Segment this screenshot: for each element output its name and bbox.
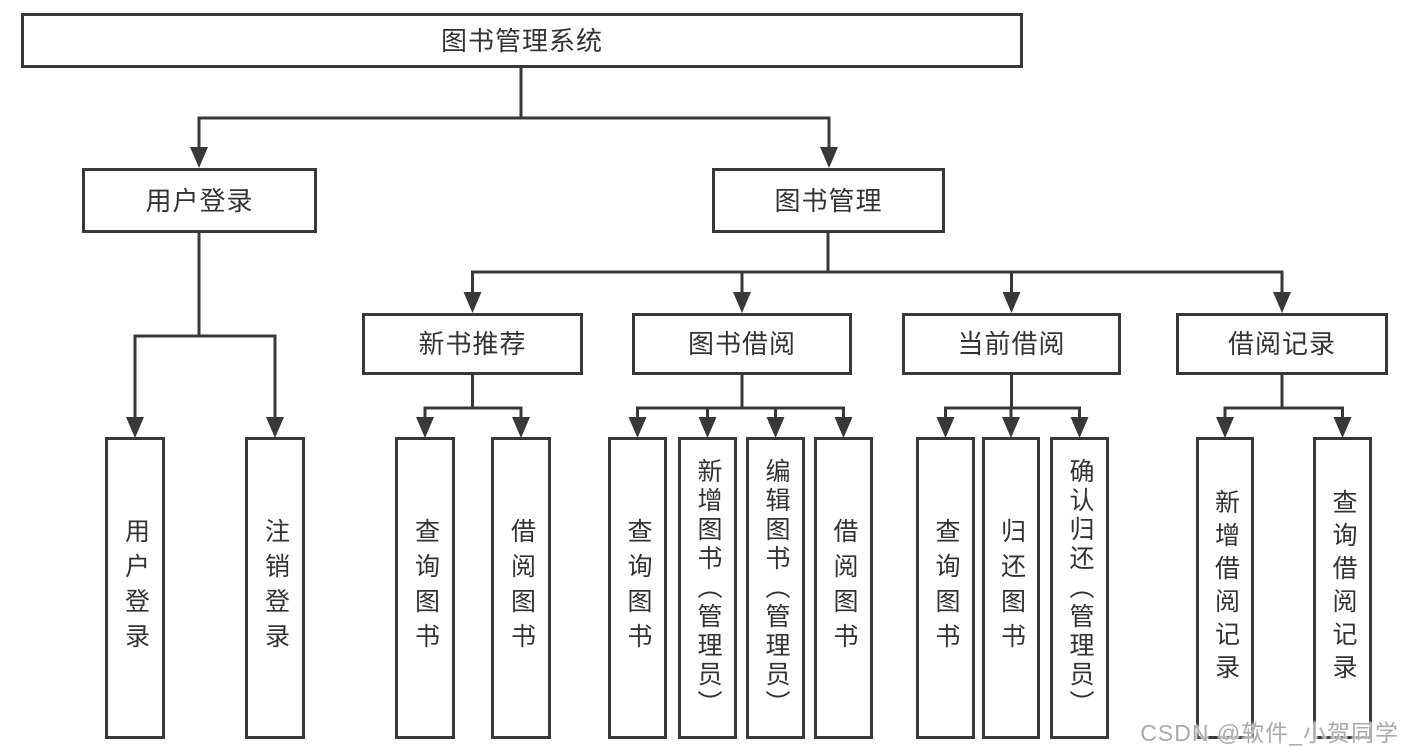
node-book-mgmt: 图书管理 — [712, 168, 945, 233]
node-new-books: 新书推荐 — [362, 313, 583, 375]
leaf-user-login: 用户登录 — [105, 437, 165, 739]
connector-current-borrow-children — [936, 375, 1089, 438]
leaf-new-books-query: 查询图书 — [395, 437, 455, 739]
csdn-watermark: CSDN @软件_小贺同学 — [1140, 720, 1399, 746]
node-root: 图书管理系统 — [21, 13, 1023, 68]
connector-user-login-children — [126, 233, 284, 438]
connector-new-books-children — [416, 375, 530, 438]
connector-book-mgmt-children — [463, 233, 1291, 313]
node-current-borrow: 当前借阅 — [902, 313, 1121, 375]
leaf-book-borrow-borrow: 借阅图书 — [814, 437, 873, 739]
connector-book-borrow-children — [628, 375, 853, 438]
leaf-current-borrow-query: 查询图书 — [916, 437, 975, 739]
leaf-current-borrow-confirm-admin: 确认归还（管理员） — [1050, 437, 1109, 739]
leaf-logout: 注销登录 — [245, 437, 305, 739]
leaf-current-borrow-return: 归还图书 — [982, 437, 1040, 739]
node-user-login: 用户登录 — [82, 168, 317, 233]
node-borrow-records: 借阅记录 — [1176, 313, 1388, 375]
connector-borrow-records-children — [1216, 375, 1352, 438]
leaf-borrow-records-query: 查询借阅记录 — [1313, 437, 1372, 739]
leaf-book-borrow-query: 查询图书 — [608, 437, 667, 739]
connector-root-children — [190, 68, 838, 168]
leaf-borrow-records-add: 新增借阅记录 — [1196, 437, 1254, 739]
leaf-new-books-borrow: 借阅图书 — [491, 437, 551, 739]
leaf-book-borrow-add-admin: 新增图书（管理员） — [678, 437, 737, 739]
node-book-borrow: 图书借阅 — [632, 313, 852, 375]
leaf-book-borrow-edit-admin: 编辑图书（管理员） — [746, 437, 805, 739]
